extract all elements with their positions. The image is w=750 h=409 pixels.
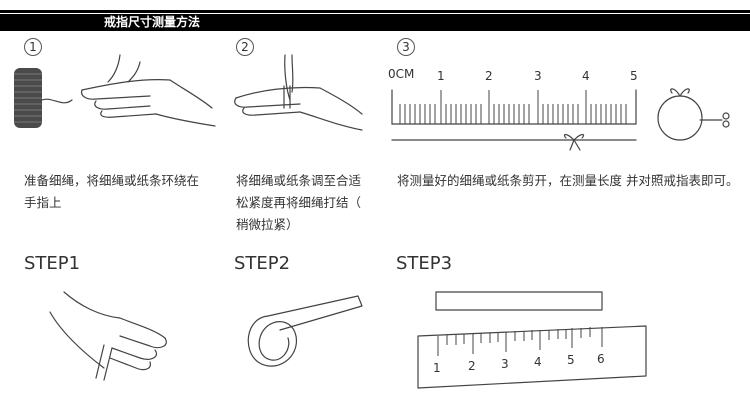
description-line: 稍微拉紧） xyxy=(236,217,299,232)
step-number-2: 2 xyxy=(236,38,254,56)
step-1-description: 准备细绳，将细绳或纸条环绕在 手指上 xyxy=(24,170,199,214)
ruler-tick-label: 6 xyxy=(597,352,605,366)
step-number-1: 1 xyxy=(24,38,42,56)
description-line: 松紧度再将细绳打结（ xyxy=(236,195,362,210)
page-title: 戒指尺寸测量方法 xyxy=(104,15,201,29)
step-label-2: STEP2 xyxy=(234,253,291,274)
step-label-3: STEP3 xyxy=(396,253,453,274)
ruler-tick-label: 4 xyxy=(534,355,542,369)
ruler-tick-label: 3 xyxy=(501,357,509,371)
hand-icon xyxy=(49,291,167,381)
ring-loop-icon xyxy=(657,88,730,141)
ruler-tick-label: 5 xyxy=(630,69,638,83)
step-label-1: STEP1 xyxy=(24,253,81,274)
thread-spool-icon xyxy=(14,68,73,128)
ruler-tick-label: 2 xyxy=(485,69,493,83)
ruler-tick-label: 1 xyxy=(437,69,445,83)
ruler-icon: 0CM 1 2 3 4 5 xyxy=(388,67,638,151)
ruler-tick-label: 5 xyxy=(567,353,575,367)
paper-strip-icon xyxy=(247,295,363,367)
ruler-icon: 1 2 3 4 5 6 xyxy=(417,291,647,389)
hand-icon xyxy=(234,54,363,131)
description-line: 准备细绳，将细绳或纸条环绕在 xyxy=(24,173,200,188)
ruler-tick-label: 4 xyxy=(582,69,590,83)
hand-icon xyxy=(81,54,216,127)
ruler-tick-label: 3 xyxy=(534,69,542,83)
description-line: 将细绳或纸条调至合适 xyxy=(236,173,362,188)
ruler-tick-label: 1 xyxy=(433,361,441,375)
title-bar: 戒指尺寸测量方法 xyxy=(0,14,750,31)
ruler-tick-label: 2 xyxy=(468,359,476,373)
step-2-description: 将细绳或纸条调至合适 松紧度再将细绳打结（ 稍微拉紧） xyxy=(236,170,361,236)
step-number-3: 3 xyxy=(397,38,415,56)
ruler-tick-label: 0CM xyxy=(388,67,414,81)
top-divider xyxy=(0,10,750,13)
description-line: 手指上 xyxy=(24,195,62,210)
step-3-description: 将测量好的细绳或纸条剪开，在测量长度 并对照戒指表即可。 xyxy=(397,170,738,192)
description-line: 将测量好的细绳或纸条剪开，在测量长度 并对照戒指表即可。 xyxy=(397,173,739,188)
